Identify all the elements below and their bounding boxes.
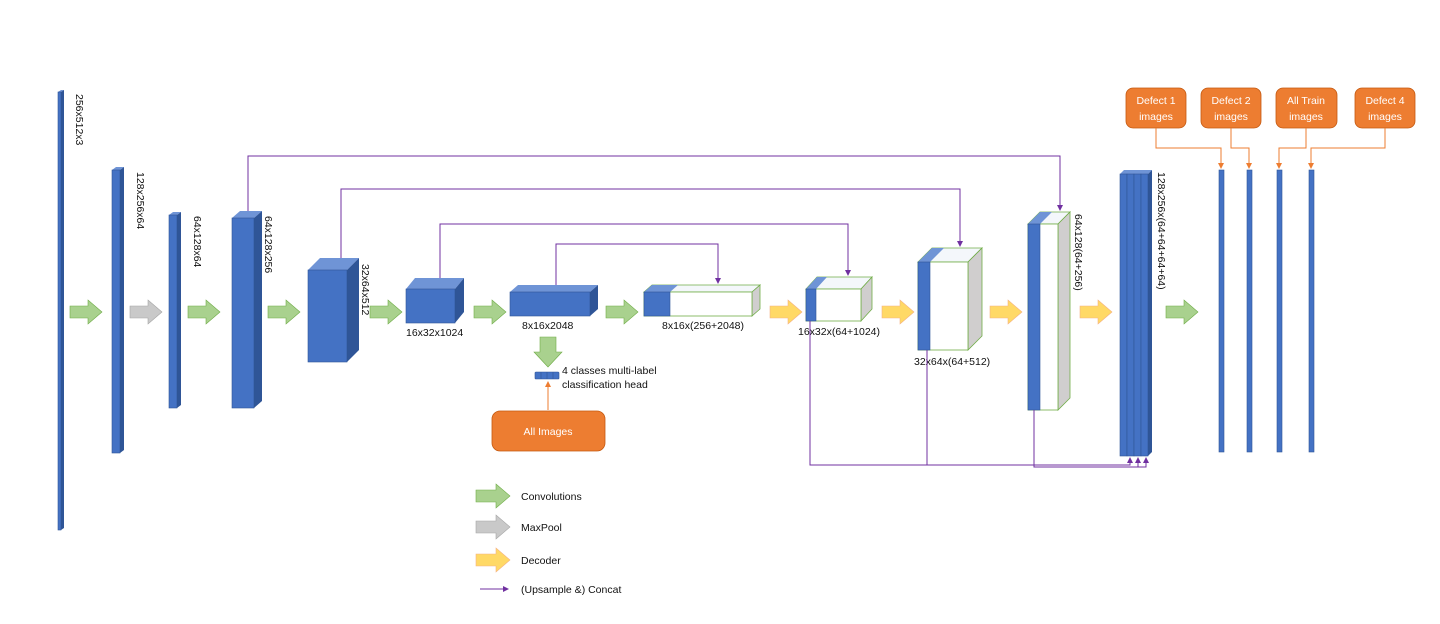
output-box-4-line2: images — [1368, 111, 1402, 123]
conv-arrow — [69, 299, 103, 325]
encoder-layer-1: 128x256x64 — [111, 167, 146, 454]
layer-label-enc2: 64x128x64 — [191, 216, 203, 268]
conv-arrow — [605, 299, 639, 325]
decoder-layer-2: 16x32x(64+1024) — [798, 275, 880, 338]
layer-label-enc6: 8x16x2048 — [522, 320, 574, 332]
encoder-layer-5: 16x32x1024 — [405, 278, 464, 339]
layer-label-dec4: 64x128(64+256) — [1072, 214, 1084, 291]
legend-decoder-icon — [475, 547, 511, 573]
legend-decoder-label: Decoder — [521, 555, 561, 567]
decoder-arrow — [881, 299, 915, 325]
skip-connection — [809, 321, 1133, 466]
layer-label-enc5: 16x32x1024 — [406, 327, 463, 339]
legend-concat-label: (Upsample &) Concat — [521, 584, 621, 596]
classification-head: 4 classes multi-label classification hea… — [491, 365, 657, 452]
conv-arrow — [1165, 299, 1199, 325]
output-label-boxes: Defect 1 images Defect 2 images All Trai… — [1125, 87, 1416, 129]
encoder-layer-6: 8x16x2048 — [509, 285, 598, 332]
skip-connection — [1034, 457, 1149, 468]
layer-label-dec1: 8x16x(256+2048) — [662, 320, 744, 332]
skip-connection — [555, 243, 721, 285]
layer-label-final: 128x256x(64+64+64+64) — [1155, 172, 1167, 290]
final-layer-stack: 128x256x(64+64+64+64) — [1119, 170, 1167, 457]
layer-label-dec3: 32x64x(64+512) — [914, 356, 990, 368]
layer-label-dec2: 16x32x(64+1024) — [798, 326, 880, 338]
classification-head-line2: classification head — [562, 379, 648, 391]
decoder-layer-4: 64x128(64+256) — [1027, 211, 1084, 411]
output-box-3-line1: All Train — [1287, 95, 1325, 107]
output-box-1-line1: Defect 1 — [1136, 95, 1175, 107]
conv-arrow-down — [533, 336, 563, 368]
all-images-box — [491, 410, 606, 452]
layer-label-enc3: 64x128x256 — [262, 216, 274, 273]
decoder-layer-1: 8x16x(256+2048) — [642, 284, 762, 332]
conv-arrow — [369, 299, 403, 325]
layer-label-enc1: 128x256x64 — [134, 172, 146, 229]
output-connectors — [1155, 128, 1386, 169]
decoder-arrow — [1079, 299, 1113, 325]
decoder-layer-3: 32x64x(64+512) — [914, 247, 990, 368]
skip-connection — [340, 188, 963, 258]
legend: Convolutions MaxPool Decoder (Upsample &… — [475, 483, 621, 596]
conv-arrow — [473, 299, 507, 325]
all-images-label: All Images — [523, 426, 572, 438]
output-slab-3 — [1276, 169, 1283, 453]
output-box-3-line2: images — [1289, 111, 1323, 123]
output-slab-2 — [1246, 169, 1253, 453]
output-box-2-line2: images — [1214, 111, 1248, 123]
decoder-arrow — [769, 299, 803, 325]
skip-connection — [247, 155, 1063, 211]
skip-connections — [247, 155, 1149, 468]
conv-arrow — [187, 299, 221, 325]
encoder-layer-2: 64x128x64 — [168, 212, 203, 409]
conv-arrow — [267, 299, 301, 325]
layer-label-input: 256x512x3 — [73, 94, 85, 146]
flow-arrows — [69, 299, 1199, 368]
encoder-layer-4: 32x64x512 — [307, 258, 371, 363]
layer-label-enc4: 32x64x512 — [359, 264, 371, 316]
legend-convolutions-icon — [475, 483, 511, 509]
encoder-layer-3: 64x128x256 — [231, 211, 274, 409]
input-layer: 256x512x3 — [57, 90, 85, 531]
decoder-arrow — [989, 299, 1023, 325]
output-box-2-line1: Defect 2 — [1211, 95, 1250, 107]
output-box-1-line2: images — [1139, 111, 1173, 123]
maxpool-arrow — [129, 299, 163, 325]
legend-maxpool-label: MaxPool — [521, 522, 562, 534]
output-layers — [1218, 169, 1315, 453]
legend-maxpool-icon — [475, 514, 511, 540]
legend-convolutions-label: Convolutions — [521, 491, 582, 503]
output-slab-1 — [1218, 169, 1225, 453]
classification-head-line1: 4 classes multi-label — [562, 365, 657, 377]
output-box-4-line1: Defect 4 — [1365, 95, 1404, 107]
output-slab-4 — [1308, 169, 1315, 453]
skip-connection — [439, 223, 851, 278]
